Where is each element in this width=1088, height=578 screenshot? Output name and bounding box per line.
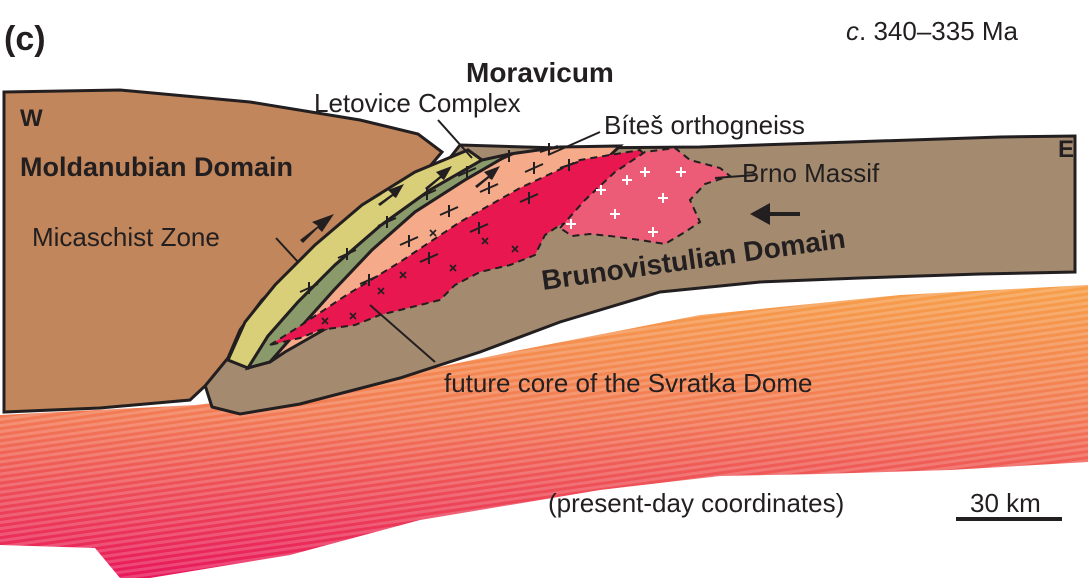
age-label: c. 340–335 Ma — [846, 16, 1019, 46]
brno-label: Brno Massif — [742, 158, 880, 188]
east-label: E — [1058, 136, 1074, 163]
micaschist-label: Micaschist Zone — [32, 222, 220, 252]
letovice-label: Letovice Complex — [314, 88, 521, 118]
panel-label: (c) — [4, 20, 46, 58]
moravicum-label: Moravicum — [466, 57, 614, 88]
bites-label: Bíteš orthogneiss — [604, 110, 805, 140]
scale-bar-label: 30 km — [970, 488, 1041, 518]
svratka-label: future core of the Svratka Dome — [444, 368, 813, 398]
coordinates-note: (present-day coordinates) — [548, 488, 844, 518]
west-label: W — [20, 105, 43, 132]
moldanubian-label: Moldanubian Domain — [20, 152, 293, 182]
